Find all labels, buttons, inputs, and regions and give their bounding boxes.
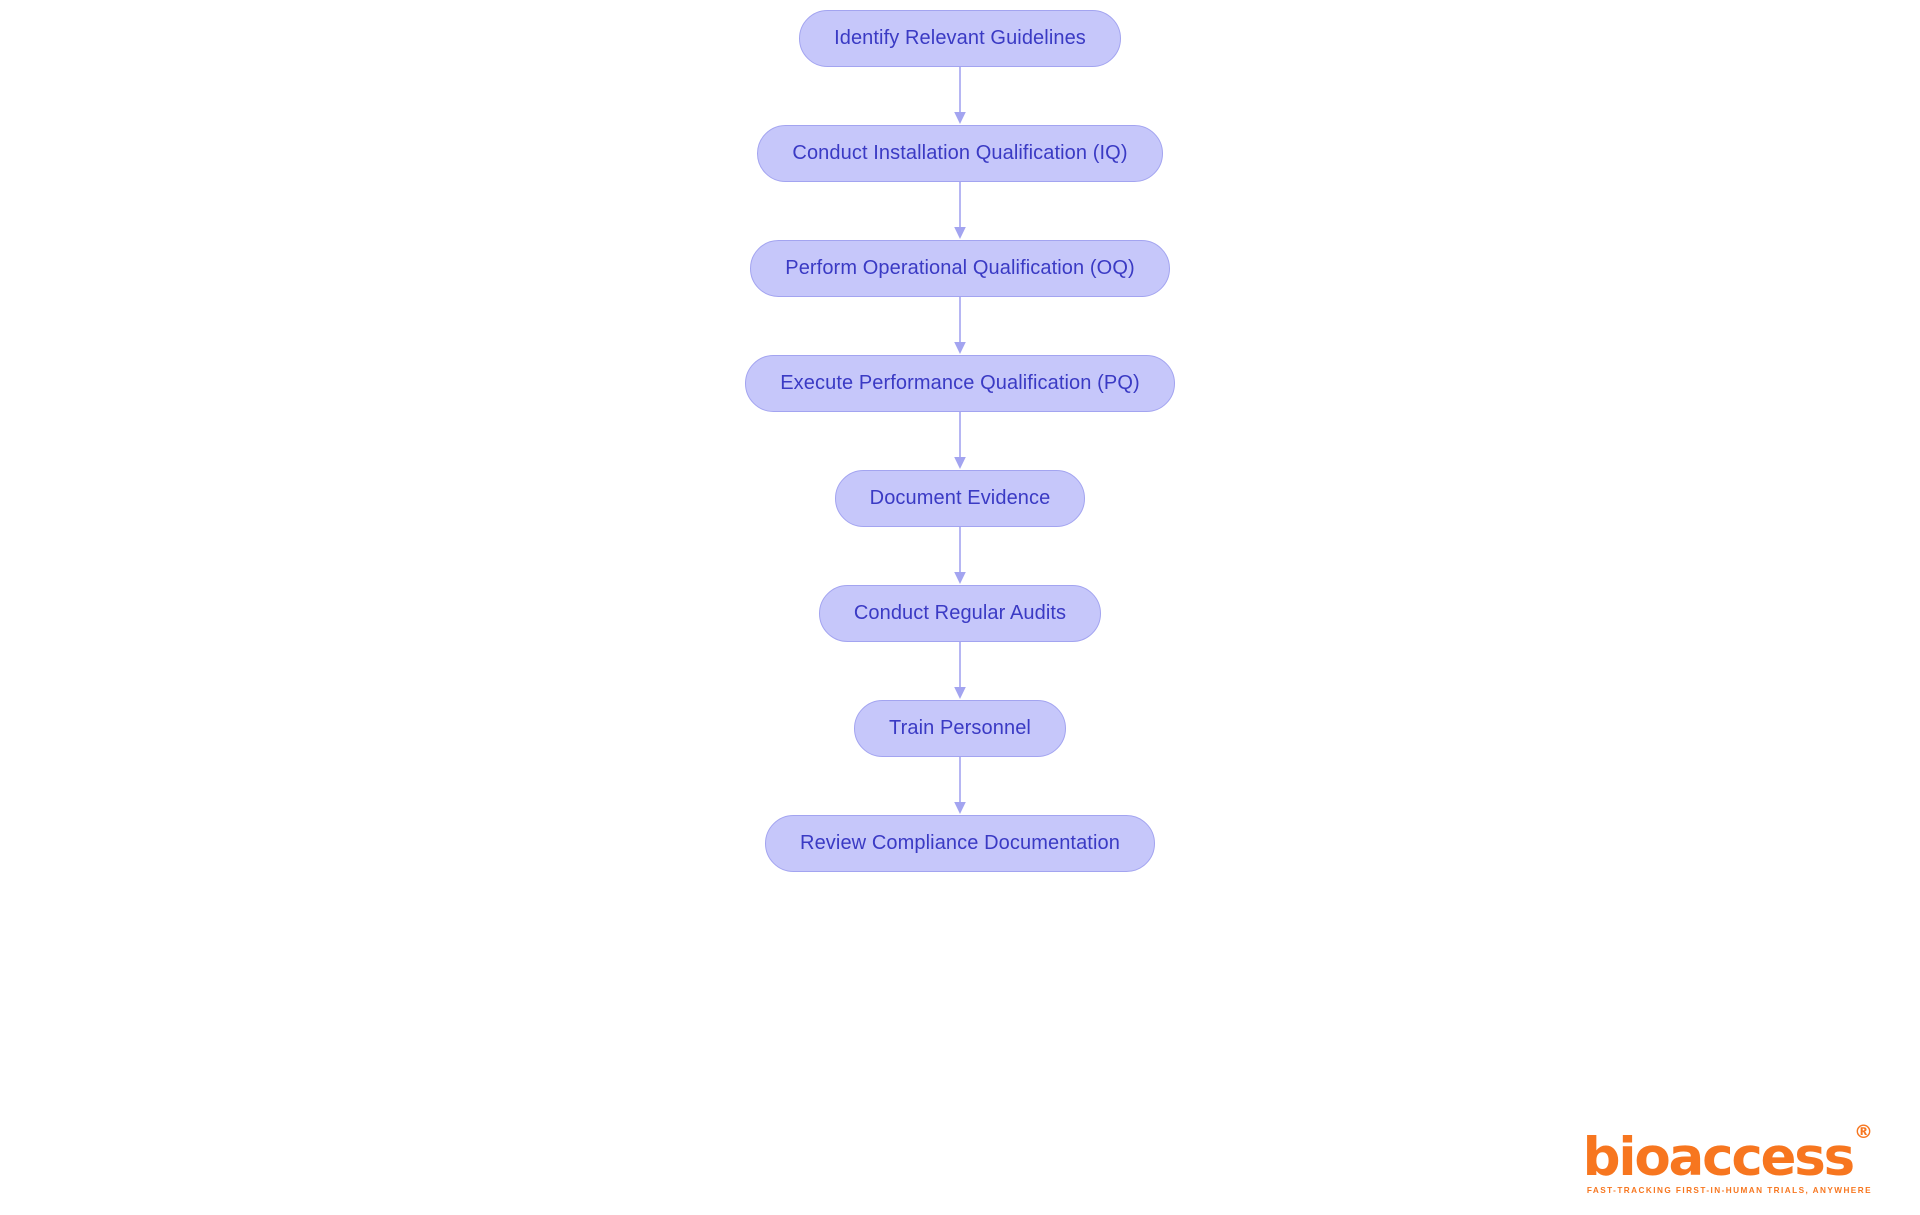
flow-node-identify-relevant-guidelines[interactable]: Identify Relevant Guidelines [799,10,1121,67]
flow-node-execute-performance-qualification[interactable]: Execute Performance Qualification (PQ) [745,355,1175,412]
flowchart-node-column: Identify Relevant Guidelines Conduct Ins… [745,10,1175,872]
bioaccess-tagline: FAST-TRACKING FIRST-IN-HUMAN TRIALS, ANY… [1586,1185,1872,1195]
flow-node-perform-operational-qualification[interactable]: Perform Operational Qualification (OQ) [750,240,1170,297]
flow-node-document-evidence[interactable]: Document Evidence [834,470,1086,527]
bioaccess-wordmark: bioaccess® [1583,1123,1873,1184]
flow-node-train-personnel[interactable]: Train Personnel [854,700,1066,757]
flow-arrow-n7-to-n8 [947,757,973,815]
registered-trademark-icon: ® [1854,1121,1873,1144]
bioaccess-wordmark-text: bioaccess [1582,1126,1856,1188]
flow-arrow-n6-to-n7 [947,642,973,700]
bioaccess-logo: bioaccess® FAST-TRACKING FIRST-IN-HUMAN … [1583,1123,1873,1195]
flow-node-label: Execute Performance Qualification (PQ) [780,372,1140,394]
flow-node-label: Conduct Regular Audits [853,602,1067,624]
flow-node-conduct-regular-audits[interactable]: Conduct Regular Audits [818,585,1102,642]
flow-arrow-n2-to-n3 [947,182,973,240]
flow-node-label: Identify Relevant Guidelines [834,27,1086,49]
flow-arrow-n4-to-n5 [947,412,973,470]
flow-arrow-n1-to-n2 [947,67,973,125]
flow-node-conduct-installation-qualification[interactable]: Conduct Installation Qualification (IQ) [757,125,1163,182]
flow-node-label: Perform Operational Qualification (OQ) [785,257,1135,279]
flow-node-label: Train Personnel [889,717,1031,739]
flow-node-label: Review Compliance Documentation [800,832,1120,854]
flow-arrow-n5-to-n6 [947,527,973,585]
flow-node-label: Document Evidence [869,487,1051,509]
flow-arrow-n3-to-n4 [947,297,973,355]
flow-node-review-compliance-documentation[interactable]: Review Compliance Documentation [765,815,1155,872]
flow-node-label: Conduct Installation Qualification (IQ) [792,142,1128,164]
